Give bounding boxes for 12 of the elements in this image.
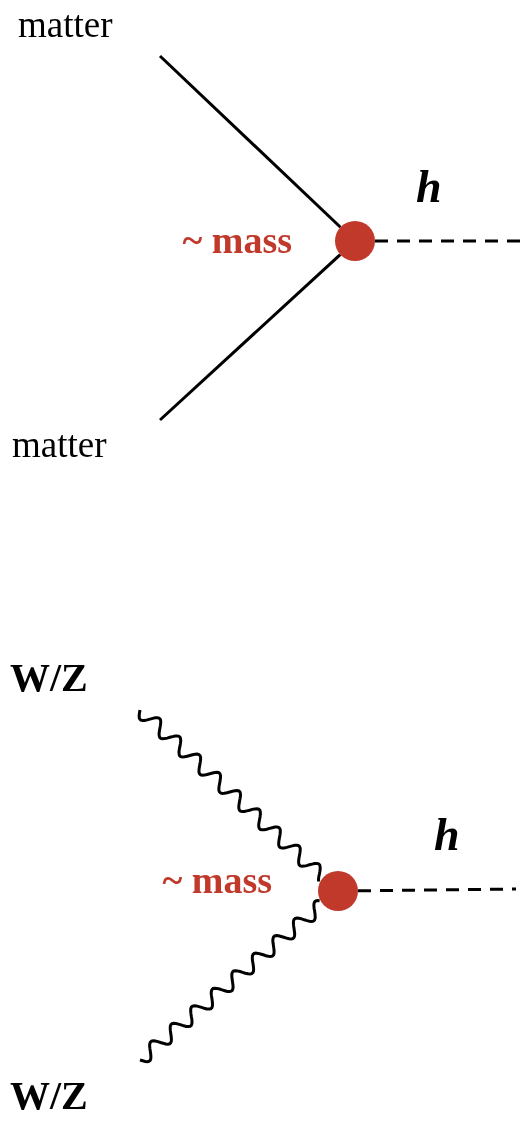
particle-label: W/Z [10,658,88,698]
dashed-line [357,887,516,893]
line [159,253,342,422]
particle-label: matter [18,6,113,43]
coupling-label: ~ mass [182,221,292,259]
line [158,54,342,229]
particle-label: matter [12,426,107,463]
wavy-line [137,709,322,882]
dashed-line [375,239,521,243]
wavy-line [139,899,320,1064]
coupling-label: ~ mass [162,861,272,899]
particle-label: W/Z [10,1076,88,1116]
